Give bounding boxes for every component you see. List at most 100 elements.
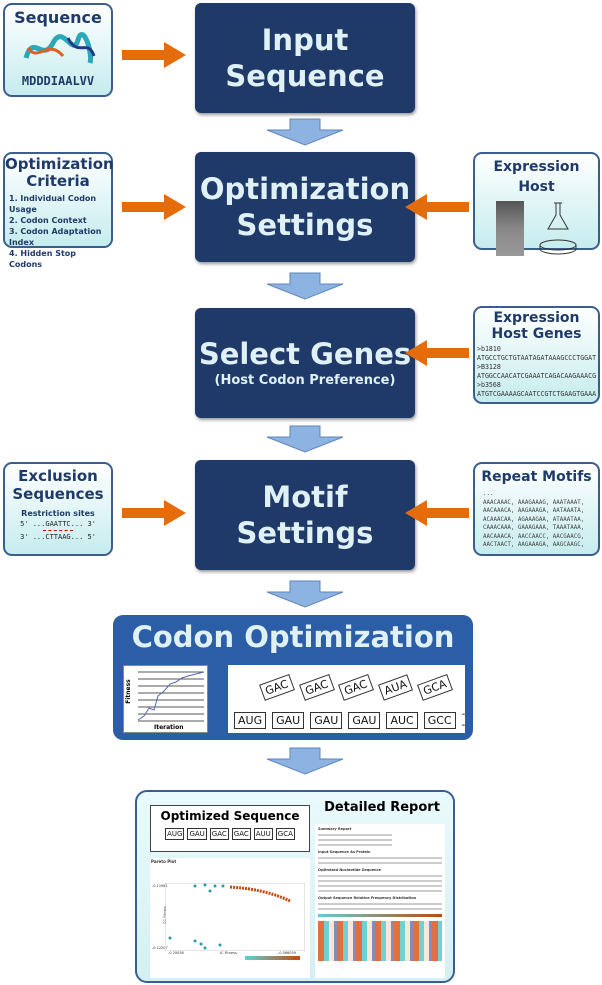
- motif-line: AAACAAAC, AAAGAAAG, AAATAAAT,: [483, 499, 585, 506]
- pareto-scatter: [165, 883, 305, 951]
- motif-line: AACAAACA, AAGAAAGA, AATAAATA,: [483, 508, 585, 514]
- repeat-motifs-box: Repeat Motifs ... AAACAAAC, AAAGAAAG, AA…: [473, 462, 600, 557]
- replacement-codon: GAC: [338, 674, 374, 701]
- fitness-line-chart: [137, 671, 205, 722]
- gene-line: >B3128: [477, 363, 501, 371]
- motif-line: ...: [483, 550, 494, 557]
- down-arrow-icon: [265, 747, 345, 775]
- report-section-title: Summary Report: [318, 827, 352, 831]
- detailed-report-panel: Summary Report Input Sequence As Protein…: [315, 824, 445, 978]
- sequence-box: Sequence MDDDIAALVV: [3, 3, 113, 97]
- codon: AUG: [165, 828, 185, 840]
- codon: GCC: [423, 711, 456, 729]
- sequence-box-title: Sequence: [14, 8, 102, 27]
- codon: GAU: [348, 711, 381, 729]
- orange-arrow-icon: [122, 42, 186, 68]
- host-title: Expression Host: [493, 159, 580, 195]
- host-genes-title-1: Expression: [493, 310, 580, 326]
- codon-replacement-diagram: GAC GAC GAC AUA GCA AUG GAU GAU GAU AUC …: [228, 665, 465, 733]
- bacteria-image-icon: [495, 201, 524, 256]
- pareto-plot-panel: Pareto Plot -0.11981 -0.12207 -0.20036 -…: [150, 858, 310, 978]
- input-title-2: Sequence: [225, 59, 385, 93]
- codon: GCA: [275, 828, 295, 840]
- gene-line: >b1810: [477, 345, 501, 353]
- criteria-item: 2. Codon Context: [9, 216, 87, 225]
- expression-host-box: Expression Host: [473, 152, 600, 256]
- motif-settings-box: Motif Settings: [195, 460, 415, 570]
- fitness-chart: Fitness Iteration: [123, 665, 208, 733]
- codon: GAU: [310, 711, 343, 729]
- pareto-xlabel: IC Fitness: [220, 951, 237, 955]
- strand-bottom: 3' ...CTTAAG... 5': [20, 533, 96, 541]
- optimization-criteria-box: Optimization Criteria 1. Individual Codo…: [3, 152, 114, 269]
- motif-settings-title: Motif Settings: [236, 480, 374, 550]
- criteria-title-1: Optimization: [5, 155, 114, 173]
- motif-line: ACAAACAA, AGAAAGAA, ATAAATAA,: [483, 516, 585, 523]
- motif-line: ...: [483, 491, 494, 497]
- cut-line: [43, 530, 73, 531]
- frequency-heatmap: [318, 921, 442, 961]
- motif-line: AACAAACA, AACCAACC, AACGAACG,: [483, 533, 585, 540]
- host-genes-title-2: Host Genes: [491, 326, 582, 342]
- protein-structure-icon: [23, 32, 96, 64]
- protein-sequence: MDDDIAALVV: [21, 74, 95, 88]
- pareto-x-left: -0.20036: [168, 951, 184, 955]
- codon: AUG: [234, 711, 267, 729]
- orange-arrow-icon: [122, 500, 186, 526]
- report-section-title: Output Sequence Relative Frequency Distr…: [318, 896, 417, 900]
- report-section-title: Optimized Nucleotide Sequence: [318, 868, 381, 872]
- x-axis-label: Iteration: [154, 724, 184, 731]
- codon-optimization-title: Codon Optimization: [131, 620, 455, 654]
- expression-host-genes-box: Expression Host Genes >b1810 ATGCCTGCTGT…: [473, 306, 600, 404]
- pareto-title: Pareto Plot: [151, 859, 177, 864]
- input-title-1: Input: [261, 23, 349, 57]
- exclusion-title-2: Sequences: [12, 485, 104, 503]
- exclusion-sequences-box: Exclusion Sequences Restriction sites 5'…: [3, 462, 113, 556]
- restriction-sites-label: Restriction sites: [21, 509, 95, 518]
- optimization-title-1: Optimization: [199, 172, 411, 206]
- codon: GAU: [272, 711, 305, 729]
- criteria-item: 4. Hidden Stop Codons: [9, 249, 76, 269]
- gene-line: ATGGCCAACATCGAAATCAGACAAGAAACG: [477, 372, 597, 380]
- orange-arrow-icon: [122, 194, 186, 220]
- input-sequence-box: Input Sequence: [195, 3, 415, 113]
- exclusion-title-1: Exclusion: [18, 467, 98, 485]
- optimized-sequence-panel: Optimized Sequence AUG GAU GAC GAC AUU G…: [150, 805, 310, 852]
- criteria-item: 1. Individual Codon Usage: [9, 194, 97, 214]
- down-arrow-icon: [265, 272, 345, 300]
- criteria-title-2: Criteria: [26, 172, 90, 190]
- replacement-codon: GCA: [416, 674, 453, 701]
- codon-optimization-box: Codon Optimization Fitness Iteration GAC…: [113, 615, 473, 740]
- replacement-codon: GAC: [298, 674, 335, 701]
- color-gradient-bar: [245, 956, 300, 960]
- down-arrow-icon: [265, 118, 345, 146]
- select-genes-subtitle: (Host Codon Preference): [214, 373, 396, 388]
- gene-line: >b3568: [477, 381, 501, 389]
- gene-line: ATGCCTGCTGTAATAGATAAAGCCCTGGAT: [477, 354, 597, 362]
- codon: GAU: [187, 828, 207, 840]
- down-arrow-icon: [265, 425, 345, 453]
- flask-and-petri-dish-icon: [539, 202, 576, 255]
- orange-arrow-left-icon: [405, 194, 469, 220]
- replacement-codon: GAC: [259, 674, 295, 701]
- motif-line: AACTAACT, AAGAAAGA, AAGCAAGC,: [483, 542, 585, 548]
- gene-line: ATGTCGAAAAGCAATCCGTCTGAAGTGAAA: [477, 390, 597, 398]
- detailed-report-title: Detailed Report: [324, 800, 440, 815]
- optimization-settings-box: Optimization Settings: [195, 152, 415, 262]
- orange-arrow-left-icon: [405, 340, 469, 366]
- codon: AUU: [253, 828, 273, 840]
- strand-top: 5' ...GAATTC... 3': [20, 520, 96, 528]
- optimization-title-2: Settings: [236, 208, 374, 242]
- codon: AUC: [386, 711, 418, 729]
- optimized-sequence-title: Optimized Sequence: [160, 809, 300, 823]
- pareto-y-bottom: -0.12207: [152, 946, 168, 950]
- pareto-x-right: -0.066059: [278, 951, 296, 955]
- codon: GAC: [209, 828, 229, 840]
- pareto-y-top: -0.11981: [152, 884, 168, 888]
- codon: GAC: [231, 828, 251, 840]
- down-arrow-icon: [265, 580, 345, 608]
- report-box: Optimized Sequence AUG GAU GAC GAC AUU G…: [135, 790, 455, 983]
- select-genes-title: Select Genes: [198, 337, 412, 371]
- motif-line: CAAACAAA, GAAAGAAA, TAAATAAA,: [483, 525, 585, 531]
- repeat-title: Repeat Motifs: [481, 469, 592, 485]
